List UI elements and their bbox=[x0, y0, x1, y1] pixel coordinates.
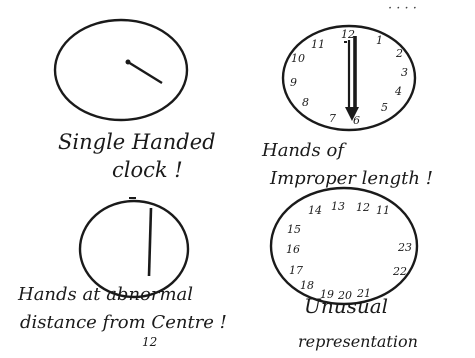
corner-scribble: · · · · bbox=[388, 2, 417, 15]
clock-2-numeral: 1 bbox=[376, 34, 383, 47]
clock-4-numeral: 14 bbox=[308, 204, 322, 217]
clock-3-face bbox=[80, 201, 188, 297]
clock-4-numerals: 14 13 12 11 15 16 17 18 19 20 21 22 23 bbox=[286, 200, 412, 302]
clock-3-hand bbox=[149, 208, 151, 276]
clock-2-numeral: 3 bbox=[401, 66, 408, 79]
caption-single-handed-line1: Single Handed bbox=[58, 132, 216, 153]
clock-2-numeral: 11 bbox=[311, 38, 325, 51]
clock-4-numeral: 16 bbox=[286, 243, 300, 256]
caption-unusual-line2: representation bbox=[298, 334, 418, 350]
clock-4-numeral: 13 bbox=[331, 200, 345, 213]
clock-2-numeral: 9 bbox=[290, 76, 297, 89]
clock-2-numeral: 12 bbox=[341, 28, 355, 41]
clock-4-numeral: 11 bbox=[376, 204, 390, 217]
caption-single-handed-line2: clock ! bbox=[112, 160, 183, 181]
clock-2-numeral: 4 bbox=[394, 85, 402, 98]
clock-1-face bbox=[55, 20, 187, 120]
caption-abnormal-distance-line2: distance from Centre ! bbox=[20, 314, 227, 332]
clock-2-numeral: 5 bbox=[381, 101, 388, 114]
caption-improper-length-line1: Hands of bbox=[262, 142, 344, 160]
clock-4-numeral: 12 bbox=[356, 201, 370, 214]
caption-improper-length-line2: Improper length ! bbox=[270, 170, 433, 188]
clock-4-numeral: 22 bbox=[392, 265, 407, 278]
clock-2-numeral: 10 bbox=[291, 52, 305, 65]
clock-1-hand bbox=[128, 62, 162, 83]
caption-unusual-line1: Unusual bbox=[304, 296, 388, 316]
clock-2-numeral: 7 bbox=[329, 112, 336, 125]
clock-4-numeral: 18 bbox=[300, 279, 314, 292]
caption-abnormal-distance-note: 12 bbox=[142, 336, 157, 348]
clock-4-numeral: 17 bbox=[289, 264, 303, 277]
clock-2-numeral: 2 bbox=[395, 47, 403, 60]
clock-4-numeral: 15 bbox=[287, 223, 301, 236]
caption-abnormal-distance-line1: Hands at abnormal bbox=[18, 286, 193, 304]
clock-2-numeral: 8 bbox=[302, 96, 309, 109]
clock-4-numeral: 23 bbox=[397, 241, 412, 254]
